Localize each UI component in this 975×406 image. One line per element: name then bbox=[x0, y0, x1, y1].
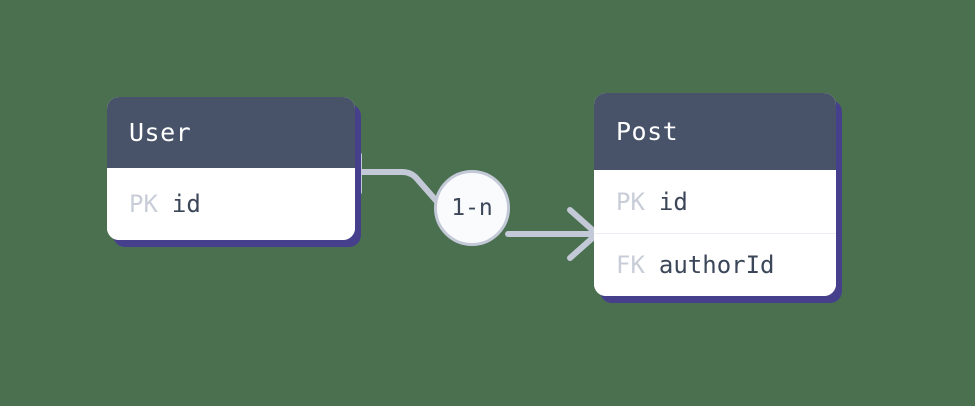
entity-user-attributes: PK id bbox=[107, 168, 355, 240]
relationship-cardinality-badge[interactable]: 1-n bbox=[434, 170, 510, 246]
entity-post-attributes: PK id FK authorId bbox=[594, 170, 836, 296]
entity-post-title: Post bbox=[594, 93, 836, 170]
attribute-row[interactable]: FK authorId bbox=[594, 233, 836, 296]
entity-user[interactable]: User PK id bbox=[107, 97, 355, 240]
attribute-key: PK bbox=[616, 187, 645, 216]
entity-user-title: User bbox=[107, 97, 355, 168]
attribute-key: PK bbox=[129, 190, 158, 218]
relationship-label: 1-n bbox=[451, 195, 493, 221]
attribute-row[interactable]: PK id bbox=[594, 170, 836, 233]
entity-post[interactable]: Post PK id FK authorId bbox=[594, 93, 836, 296]
connector-line-user bbox=[352, 169, 443, 208]
attribute-name: id bbox=[171, 190, 201, 218]
attribute-key: FK bbox=[616, 251, 645, 279]
attribute-name: id bbox=[658, 187, 688, 216]
attribute-row[interactable]: PK id bbox=[107, 168, 355, 240]
cardinality-many-crowsfoot bbox=[564, 207, 600, 261]
attribute-name: authorId bbox=[658, 251, 775, 279]
